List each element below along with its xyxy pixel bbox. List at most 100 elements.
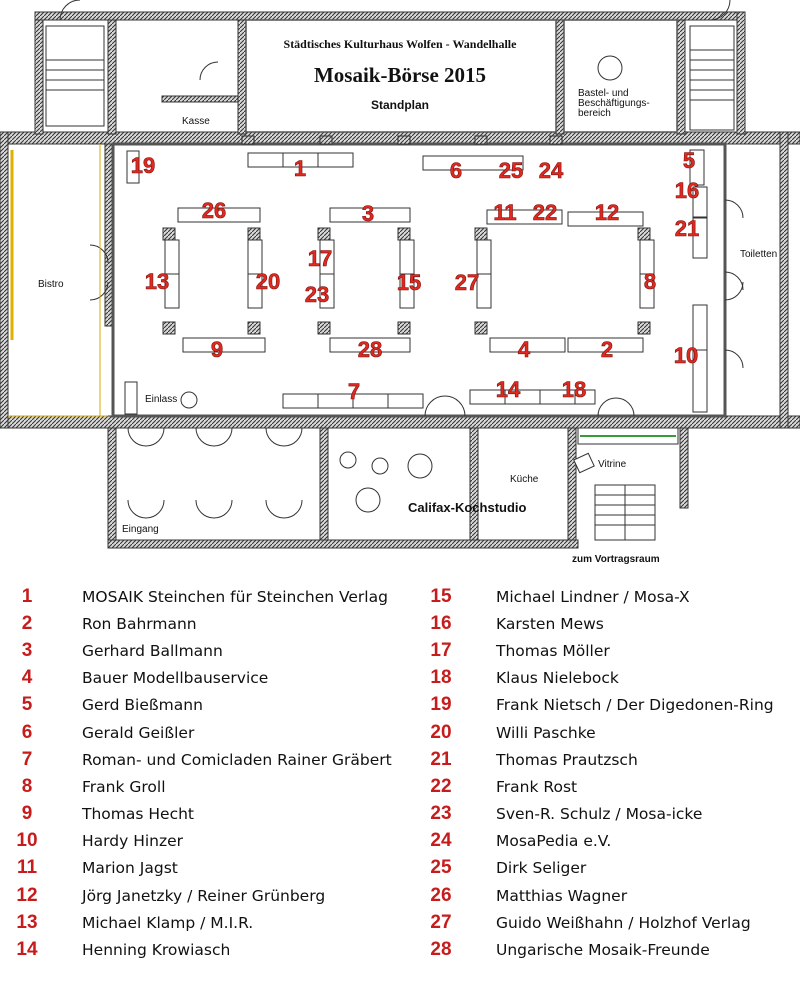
stand-17-marker: 17 [308, 246, 332, 271]
legend-row: 1 MOSAIK Steinchen für Steinchen Verlag [2, 583, 392, 610]
legend-row: 10 Hardy Hinzer [2, 828, 392, 855]
legend-number: 27 [430, 911, 452, 933]
legend-number: 24 [430, 830, 452, 852]
venue-title: Städtisches Kulturhaus Wolfen - Wandelha… [284, 37, 518, 51]
doors [59, 0, 744, 519]
legend-name: Gerhard Ballmann [82, 641, 223, 660]
legend-name: Jörg Janetzky / Reiner Grünberg [82, 886, 326, 905]
stairs [45, 25, 735, 541]
legend-number: 9 [21, 803, 33, 825]
walls [0, 11, 800, 549]
legend-column-left: 1 MOSAIK Steinchen für Steinchen Verlag 2… [2, 583, 392, 964]
legend-name: Frank Groll [82, 777, 166, 796]
pillars [162, 135, 651, 335]
stand-3-marker: 3 [362, 201, 374, 226]
legend-number: 4 [21, 667, 33, 689]
legend-number: 18 [430, 667, 452, 689]
stand-22-marker: 22 [533, 200, 557, 225]
stand-4-marker: 4 [518, 337, 531, 362]
room-toiletten: Toiletten [740, 249, 777, 260]
stand-25-marker: 25 [499, 158, 523, 183]
legend-number: 20 [430, 721, 452, 743]
legend-number: 2 [21, 612, 33, 634]
room-bastel-3: bereich [578, 108, 611, 119]
legend-row: 20 Willi Paschke [416, 719, 774, 746]
round-tables [180, 55, 679, 513]
legend-name: MosaPedia e.V. [496, 832, 612, 851]
room-bastel-2: Beschäftigungs- [578, 98, 650, 109]
legend-number: 3 [21, 639, 33, 661]
legend-number: 1 [21, 585, 33, 607]
legend-name: Frank Nietsch / Der Digedonen-Ring [496, 696, 774, 715]
stand-9-marker: 9 [211, 337, 223, 362]
legend-number: 13 [16, 911, 38, 933]
stand-10-marker: 10 [674, 343, 698, 368]
legend-name: Sven-R. Schulz / Mosa-icke [496, 805, 703, 824]
stand-12-marker: 12 [595, 200, 619, 225]
stand-tables [124, 149, 708, 415]
legend-name: Willi Paschke [496, 723, 596, 742]
stand-8-marker: 8 [644, 269, 656, 294]
stand-19-marker: 19 [131, 153, 155, 178]
legend-number: 17 [430, 639, 452, 661]
legend-number: 21 [430, 748, 452, 770]
legend-name: MOSAIK Steinchen für Steinchen Verlag [82, 587, 388, 606]
floor-plan: Städtisches Kulturhaus Wolfen - Wandelha… [0, 0, 800, 565]
legend-number: 10 [16, 830, 38, 852]
stand-6-marker: 6 [450, 158, 462, 183]
hall-outline [111, 19, 727, 418]
legend-row: 8 Frank Groll [2, 773, 392, 800]
room-bastel-1: Bastel- und [578, 88, 629, 99]
stand-numbers: 1 2 3 4 5 6 7 8 9 10 11 12 13 14 15 16 1… [130, 148, 699, 405]
stand-11-marker: 11 [493, 200, 516, 225]
legend-row: 27 Guido Weißhahn / Holzhof Verlag [416, 909, 774, 936]
legend-name: Klaus Nielebock [496, 669, 619, 688]
legend-name: Guido Weißhahn / Holzhof Verlag [496, 913, 751, 932]
stand-26-marker: 26 [202, 198, 226, 223]
legend-number: 19 [430, 694, 452, 716]
stand-23-marker: 23 [305, 282, 329, 307]
legend-row: 5 Gerd Bießmann [2, 692, 392, 719]
room-califax: Califax-Kochstudio [408, 500, 527, 515]
stand-24-marker: 24 [539, 158, 564, 183]
stand-legend: 1 MOSAIK Steinchen für Steinchen Verlag 2… [0, 583, 800, 973]
legend-number: 15 [430, 585, 452, 607]
legend-number: 6 [21, 721, 33, 743]
legend-name: Gerd Bießmann [82, 696, 203, 715]
legend-row: 22 Frank Rost [416, 773, 774, 800]
legend-number: 7 [21, 748, 33, 770]
stand-28-marker: 28 [358, 337, 382, 362]
legend-row: 19 Frank Nietsch / Der Digedonen-Ring [416, 692, 774, 719]
stand-13-marker: 13 [145, 269, 169, 294]
legend-name: Marion Jagst [82, 859, 178, 878]
legend-row: 24 MosaPedia e.V. [416, 828, 774, 855]
room-eingang: Eingang [122, 524, 159, 535]
legend-number: 16 [430, 612, 452, 634]
stand-21-marker: 21 [675, 216, 699, 241]
legend-number: 22 [430, 775, 452, 797]
stand-27-marker: 27 [455, 270, 479, 295]
legend-number: 8 [21, 775, 33, 797]
stand-14-marker: 14 [496, 377, 521, 402]
legend-number: 5 [21, 694, 33, 716]
legend-row: 3 Gerhard Ballmann [2, 637, 392, 664]
legend-name: Frank Rost [496, 777, 578, 796]
legend-name: Hardy Hinzer [82, 832, 184, 851]
legend-number: 25 [430, 857, 452, 879]
legend-name: Matthias Wagner [496, 886, 628, 905]
room-bistro: Bistro [38, 279, 64, 290]
legend-name: Henning Krowiasch [82, 941, 231, 960]
